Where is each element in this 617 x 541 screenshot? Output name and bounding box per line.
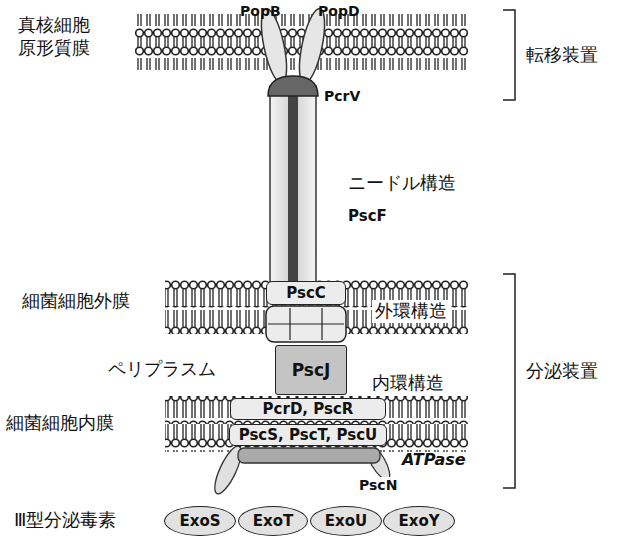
protein-box: PcrD, PscR	[230, 398, 386, 420]
outer-ring	[266, 306, 346, 342]
node-text: ExoS	[175, 512, 224, 530]
bracket	[503, 10, 515, 100]
node-text: ExoU	[321, 512, 371, 530]
structure-label: ニードル構造	[348, 172, 456, 195]
protein-box: PscJ	[275, 345, 347, 395]
needle-channel	[288, 86, 298, 286]
structure-label: 外環構造	[372, 300, 450, 323]
bracket	[503, 274, 515, 488]
protein-label: PopB	[240, 3, 281, 21]
lipid-leaflet	[135, 14, 468, 42]
protein-label: PopD	[318, 3, 360, 21]
toxin-oval: ExoS	[164, 506, 235, 536]
toxin-oval: ExoU	[310, 506, 382, 536]
node-text: PscS, PscT, PscU	[235, 426, 382, 444]
protein-box: PscC	[266, 281, 346, 305]
structure-label: 内環構造	[372, 372, 444, 395]
pcrv-cap	[268, 76, 318, 96]
needle-tube	[270, 86, 316, 286]
ring-segment	[268, 323, 344, 324]
lipid-leaflet	[165, 396, 468, 424]
enzyme-label: ATPase	[402, 450, 466, 470]
inner-membrane	[165, 396, 468, 452]
node-text: PscC	[282, 284, 330, 302]
node-text: ExoT	[249, 512, 297, 530]
region-label: ペリプラスム	[108, 358, 216, 381]
protein-label: PcrV	[324, 88, 360, 106]
membrane-label: 真核細胞 原形質膜	[14, 14, 94, 59]
membrane-label: 細菌細胞外膜	[22, 290, 130, 313]
atpase-base	[238, 448, 380, 463]
toxin-oval: ExoY	[383, 506, 454, 536]
ring-body	[266, 306, 346, 342]
membrane-label: 細菌細胞内膜	[6, 412, 114, 435]
group-label: Ⅲ型分泌毒素	[14, 509, 116, 532]
toxin-oval: ExoT	[238, 506, 308, 536]
protein-label: PscF	[348, 207, 387, 226]
node-text: PcrD, PscR	[259, 400, 358, 418]
protein-box: PscS, PscT, PscU	[229, 424, 388, 446]
node-text: PscJ	[288, 360, 335, 380]
bracket-label: 転移装置	[526, 44, 598, 67]
bracket-label: 分泌装置	[526, 360, 598, 383]
protein-label: PscN	[356, 477, 400, 495]
node-text: ExoY	[394, 512, 443, 530]
